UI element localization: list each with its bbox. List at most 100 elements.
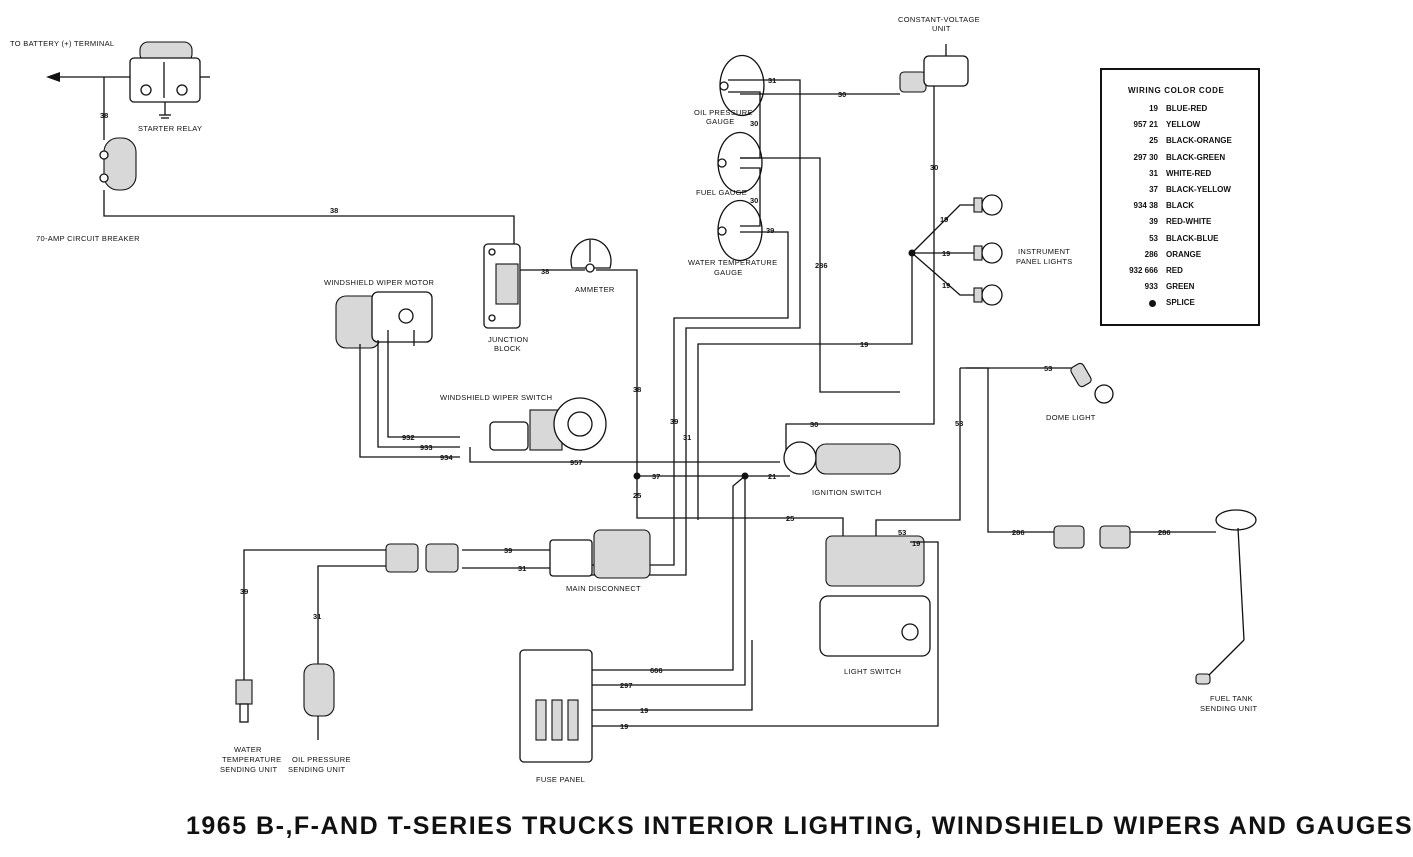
legend-code: 932 666 xyxy=(1129,266,1158,275)
wire-31 xyxy=(565,79,801,576)
dome-light xyxy=(1070,362,1114,404)
wire-label: 286 xyxy=(1012,528,1025,537)
junction-block-label-1: JUNCTION xyxy=(488,335,528,344)
wire-label: 31 xyxy=(683,433,691,442)
legend-row: 53 BLACK-BLUE xyxy=(1102,234,1258,246)
wire-38-breaker xyxy=(103,190,515,262)
wiper-motor xyxy=(335,291,433,349)
inline-connector xyxy=(385,543,459,573)
panel-light-2 xyxy=(973,242,1003,264)
wire-label: 53 xyxy=(955,419,963,428)
wire-label: 38 xyxy=(541,267,549,276)
legend-code: 39 xyxy=(1149,217,1158,227)
water-sender-label-2: TEMPERATURE xyxy=(222,755,281,764)
fuel-tank-sender xyxy=(1195,509,1257,685)
wire-label: 38 xyxy=(330,206,338,215)
wire-286-tank xyxy=(960,367,1054,533)
oil-sender-label-2: SENDING UNIT xyxy=(288,765,345,774)
legend-code: 297 30 xyxy=(1133,152,1158,162)
wire-label: 30 xyxy=(810,420,818,429)
tank-connector xyxy=(1053,525,1131,549)
wire-53-switch xyxy=(875,368,961,536)
wiper-motor-label: WINDSHIELD WIPER MOTOR xyxy=(324,278,434,287)
splice-icon xyxy=(1149,300,1156,308)
wire-label: 30 xyxy=(930,163,938,172)
water-sender-label-3: SENDING UNIT xyxy=(220,765,277,774)
wire-label: 53 xyxy=(1044,364,1052,373)
wire-label: 30 xyxy=(838,90,846,99)
wire-19-light-1 xyxy=(911,204,978,254)
wire-label: 19 xyxy=(860,340,868,349)
wire-label: 932 xyxy=(402,433,415,442)
panel-lights-label-2: PANEL LIGHTS xyxy=(1016,257,1073,266)
legend-color: YELLOW xyxy=(1166,120,1201,130)
wire-label: 39 xyxy=(670,417,678,426)
oil-pressure-sender xyxy=(303,663,335,740)
junction-block xyxy=(483,243,521,329)
panel-lights-label-1: INSTRUMENT xyxy=(1018,247,1070,256)
legend-color: BLACK-BLUE xyxy=(1166,233,1219,243)
cvu-label-1: CONSTANT-VOLTAGE xyxy=(898,15,980,24)
fuse-panel xyxy=(519,649,593,763)
wire-38-ignition-25 xyxy=(596,269,844,536)
wire-label: 21 xyxy=(768,472,776,481)
ignition-switch-label: IGNITION SWITCH xyxy=(812,488,882,497)
wire-19-feed xyxy=(697,253,913,520)
diagram-title: 1965 B-,F-AND T-SERIES TRUCKS INTERIOR L… xyxy=(186,812,1413,840)
ignition-switch xyxy=(783,441,901,475)
legend-code: 933 xyxy=(1144,282,1158,292)
battery-arrow xyxy=(46,72,140,82)
constant-voltage-unit xyxy=(899,44,969,93)
legend-code: 286 xyxy=(1144,249,1158,259)
legend-color: RED xyxy=(1166,266,1183,275)
oil-sender-label-1: OIL PRESSURE xyxy=(292,755,351,764)
fuel-tank-label-1: FUEL TANK xyxy=(1210,694,1253,703)
wire-label: 286 xyxy=(1158,528,1171,537)
circuit-breaker-label: 70-AMP CIRCUIT BREAKER xyxy=(36,234,140,243)
water-temperature-gauge xyxy=(717,199,763,262)
cvu-label-2: UNIT xyxy=(932,24,951,33)
water-sender-label-1: WATER xyxy=(234,745,262,754)
wire-label: 30 xyxy=(750,119,758,128)
wire-label: 25 xyxy=(633,491,641,500)
wiper-switch-label: WINDSHIELD WIPER SWITCH xyxy=(440,393,552,402)
circuit-breaker xyxy=(99,137,137,191)
wire-label: 53 xyxy=(898,528,906,537)
wire-label: 933 xyxy=(420,443,433,452)
wire-label: 31 xyxy=(313,612,321,621)
wire-label: 286 xyxy=(815,261,828,270)
wire-label: 19 xyxy=(620,722,628,731)
wiring-schematic: TO BATTERY (+) TERMINAL STARTER RELAY 38… xyxy=(10,15,1257,784)
wire-19-fuse-2 xyxy=(592,541,939,727)
wire-label: 19 xyxy=(942,249,950,258)
wire-label: 957 xyxy=(570,458,583,467)
legend-color: BLUE-RED xyxy=(1166,104,1208,113)
wire-label: 39 xyxy=(240,587,248,596)
water-gauge-label-2: GAUGE xyxy=(714,268,743,277)
wire-label: 31 xyxy=(768,76,776,85)
main-disconnect-label: MAIN DISCONNECT xyxy=(566,584,641,593)
oil-pressure-gauge xyxy=(719,54,765,117)
legend-color: GREEN xyxy=(1166,282,1195,292)
water-temperature-sender xyxy=(235,679,253,723)
wire-label: 38 xyxy=(633,385,641,394)
water-gauge-label-1: WATER TEMPERATURE xyxy=(688,258,777,267)
wire-297 xyxy=(592,476,746,686)
legend-color: WHITE-RED xyxy=(1166,168,1212,178)
wire-label: 39 xyxy=(504,546,512,555)
legend-code: 53 xyxy=(1149,233,1158,243)
wire-19-fuse-1 xyxy=(592,640,753,711)
legend-code: 957 21 xyxy=(1133,120,1158,130)
light-switch-label: LIGHT SWITCH xyxy=(844,667,901,676)
wire-933 xyxy=(377,340,460,448)
wire-label: 19 xyxy=(640,706,648,715)
wire-label: 934 xyxy=(440,453,453,462)
wire-19-light-3 xyxy=(911,252,978,296)
